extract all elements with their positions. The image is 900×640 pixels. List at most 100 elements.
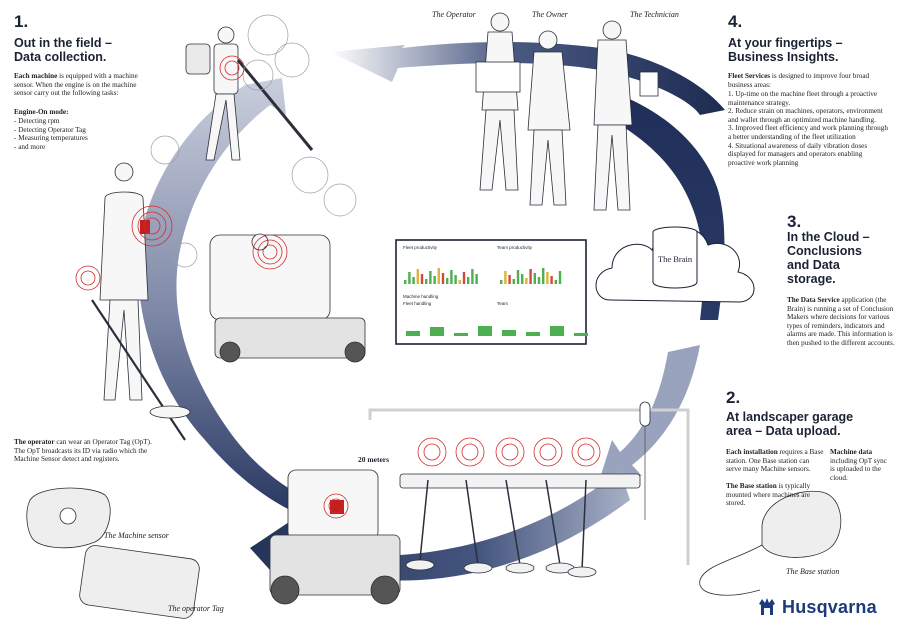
section3-title-line1: In the Cloud – (787, 230, 870, 244)
section1-mode-label: Engine-On mode: (14, 108, 69, 116)
section4-title-line1: At your fingertips – (728, 36, 843, 50)
dashboard-panel-title-3: Machine handling (403, 294, 439, 299)
garage-rack-illustration (368, 401, 690, 578)
arrow-lower-right (600, 345, 700, 478)
caption-machine-sensor: The Machine sensor (104, 531, 169, 540)
caption-the-owner: The Owner (532, 10, 568, 19)
caption-the-technician: The Technician (630, 10, 679, 19)
brand-name: Husqvarna (782, 596, 877, 617)
section3-title-line4: storage. (787, 272, 836, 286)
section1-number: 1. (14, 12, 29, 31)
mode-item: - Measuring temperatures (14, 134, 88, 143)
dashboard-panel-title-4: Team (497, 301, 509, 306)
section2-base-rest: is typically mounted where machines are … (726, 482, 811, 508)
dashboard-bar (437, 268, 440, 284)
dashboard-bar (467, 277, 470, 284)
dashboard-bar (504, 271, 507, 284)
dashboard-block (502, 330, 516, 336)
arrow-right (612, 95, 725, 320)
dashboard-block (478, 326, 492, 336)
arrow-top (330, 42, 725, 115)
dashboard-bar (516, 270, 520, 284)
dashboard-bar (420, 274, 424, 284)
sensor-signal-waves (75, 55, 601, 519)
operator-note: The operator can wear an Operator Tag (O… (14, 438, 154, 464)
section4-title-line2: Business Insights. (728, 50, 839, 64)
section2-base: The Base station is typically mounted wh… (726, 482, 826, 508)
section4-title: At your fingertips – Business Insights. (728, 36, 893, 64)
dashboard-bar (454, 275, 457, 284)
section2-title-line2: area – Data upload. (726, 424, 841, 438)
section4-item: 2. Reduce strain on machines, operators,… (728, 107, 883, 124)
dashboard-bar (458, 280, 461, 284)
section3-intro-bold: The Data Service (787, 296, 840, 304)
dashboard-bar (546, 272, 549, 284)
dashboard-block (550, 326, 564, 336)
dashboard-block (574, 333, 588, 336)
section2-machine: Machine data including OpT sync is uploa… (830, 448, 890, 482)
section2-machine-bold: Machine data (830, 448, 873, 456)
dashboard-bar (446, 278, 449, 284)
dashboard-bar (475, 274, 478, 284)
section4-number: 4. (728, 12, 743, 31)
devices-illustration (26, 487, 842, 619)
dashboard-bar (500, 280, 503, 284)
dashboard-bar (542, 268, 545, 284)
section4-intro-bold: Fleet Services (728, 72, 771, 80)
distance-label: 20 meters (358, 455, 390, 464)
dashboard-block (454, 333, 468, 336)
field-workers-illustration (91, 26, 401, 605)
section1-intro-rest: is equipped with a machine sensor. When … (14, 72, 138, 98)
section3-title-line2: Conclusions (787, 244, 863, 258)
section2-title-line1: At landscaper garage (726, 410, 854, 424)
section4-list: 1. Up-time on the machine fleet through … (728, 90, 890, 167)
dashboard-bar (433, 276, 436, 284)
section3-intro: The Data Service application (the Brain)… (787, 296, 895, 348)
section1-title-line1: Out in the field – (14, 36, 112, 50)
arrow-left (138, 78, 300, 510)
dashboard-block (406, 331, 420, 336)
dashboard-sub-title: Fleet handling (403, 301, 432, 306)
operator-note-rest: can wear an Operator Tag (OpT). The OpT … (14, 438, 152, 464)
mode-item: - and more (14, 142, 46, 151)
husqvarna-crown-icon (759, 598, 775, 615)
dashboard-bar (471, 269, 474, 284)
section4-item: 4. Situational awareness of daily vibrat… (728, 141, 868, 167)
dashboard-bar (416, 269, 419, 284)
dashboard-bar (450, 270, 453, 284)
dashboard-bar (412, 277, 415, 284)
section4-item: 1. Up-time on the machine fleet through … (728, 90, 878, 107)
section3-intro-rest: application (the Brain) is running a set… (787, 296, 895, 347)
section1-title-line2: Data collection. (14, 50, 107, 64)
section1-intro: Each machine is equipped with a machine … (14, 72, 152, 98)
trees-illustration (150, 14, 357, 268)
dashboard-bar (529, 269, 532, 284)
dashboard-screen (395, 239, 588, 345)
section3-title-line3: and Data (787, 258, 840, 272)
dashboard-panel-title-1: Fleet productivity (403, 245, 438, 250)
caption-base-station: The Base station (786, 567, 840, 576)
section2-machine-rest: including OpT sync is uploaded to the cl… (830, 456, 887, 482)
dashboard-bar (441, 273, 445, 284)
cloud-shape (595, 226, 755, 303)
caption-operator-tag: The operator Tag (168, 604, 224, 613)
dashboard-panel-title-2: Team productivity (497, 245, 533, 250)
section2-install-bold: Each installation (726, 448, 778, 456)
dashboard-block (526, 332, 540, 336)
section4-intro-rest: is designed to improve four broad busine… (728, 72, 870, 89)
dashboard-bar (550, 276, 553, 284)
dashboard-bar (554, 280, 557, 284)
section2-install: Each installation requires a Base statio… (726, 448, 826, 474)
dashboard-bar (429, 271, 432, 284)
operator-note-bold: The operator (14, 438, 55, 446)
section1-intro-bold: Each machine (14, 72, 58, 80)
dashboard-bar (512, 279, 515, 284)
section1-mode-list: - Detecting rpm - Detecting Operator Tag… (14, 117, 88, 151)
dashboard-bar (558, 271, 562, 284)
dashboard-bar (425, 279, 428, 284)
section3-title: In the Cloud – Conclusions and Data stor… (787, 230, 895, 286)
husqvarna-logo: Husqvarna (756, 596, 877, 618)
dashboard-bar (525, 278, 528, 284)
section1-title: Out in the field – Data collection. (14, 36, 174, 64)
